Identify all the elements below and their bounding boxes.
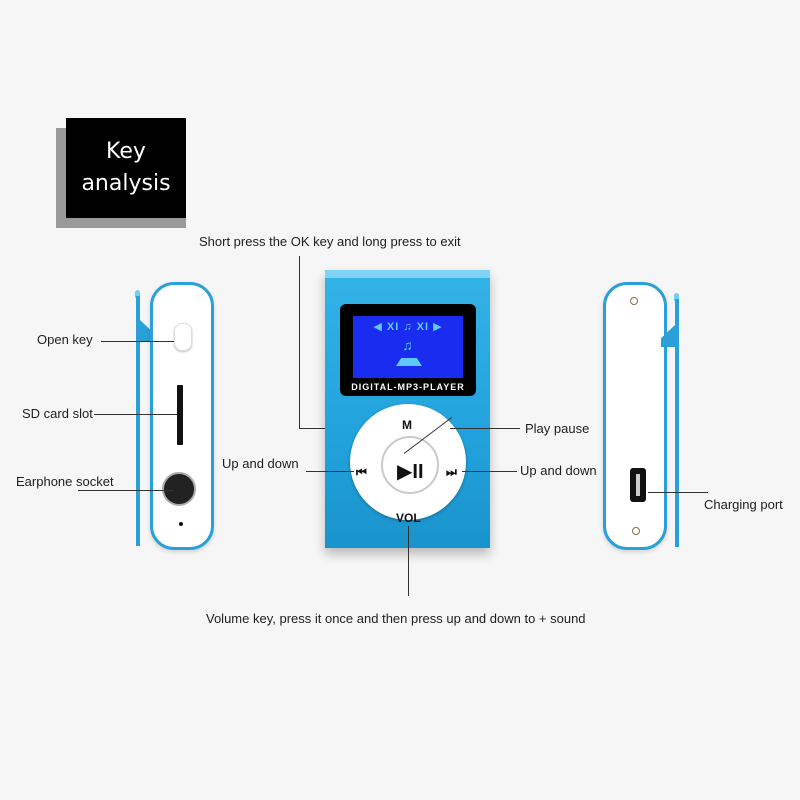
ok-key-leader-v bbox=[299, 256, 300, 428]
prev-leader bbox=[306, 471, 354, 472]
clip-left bbox=[136, 296, 140, 546]
next-label: Up and down bbox=[520, 463, 597, 478]
screen-note-icon: ♫ bbox=[402, 337, 414, 353]
sd-card-slot[interactable] bbox=[177, 385, 183, 445]
charging-label: Charging port bbox=[704, 497, 783, 512]
front-device-top-edge bbox=[325, 270, 490, 278]
open-key-button[interactable] bbox=[174, 323, 192, 351]
prev-label: Up and down bbox=[222, 456, 299, 471]
volume-leader bbox=[408, 526, 409, 596]
play-pause-icon: ▶II bbox=[397, 461, 424, 483]
clip-tip bbox=[135, 290, 140, 298]
lcd-screen bbox=[353, 316, 463, 378]
sd-slot-leader bbox=[94, 414, 177, 415]
next-leader bbox=[462, 471, 517, 472]
screen-stand-icon bbox=[396, 358, 422, 366]
screw-top bbox=[630, 297, 638, 305]
title-box: Key analysis bbox=[66, 118, 186, 218]
play-pause-button[interactable] bbox=[381, 436, 439, 494]
play-pause-label: Play pause bbox=[525, 421, 590, 436]
screw-bottom bbox=[632, 527, 640, 535]
next-track-button[interactable]: ⏭ bbox=[446, 465, 457, 479]
volume-label: Volume key, press it once and then press… bbox=[206, 611, 586, 626]
menu-button[interactable]: M bbox=[402, 418, 412, 432]
earphone-leader bbox=[78, 490, 174, 491]
title-line-1: Key bbox=[106, 139, 146, 164]
clip-tip-right bbox=[674, 293, 679, 301]
open-key-label: Open key bbox=[37, 332, 93, 347]
title-line-2: analysis bbox=[81, 171, 171, 196]
earphone-label: Earphone socket bbox=[16, 474, 114, 489]
mic-hole bbox=[179, 522, 183, 526]
open-key-leader bbox=[101, 341, 174, 342]
sd-slot-label: SD card slot bbox=[22, 406, 93, 421]
charging-port-pins bbox=[636, 474, 640, 496]
previous-track-button[interactable]: ⏮ bbox=[356, 465, 367, 479]
ok-key-label: Short press the OK key and long press to… bbox=[199, 234, 461, 249]
volume-button[interactable]: VOL bbox=[396, 511, 421, 525]
charging-leader bbox=[648, 492, 708, 493]
play-pause-leader-h bbox=[450, 428, 520, 429]
right-device-body bbox=[603, 282, 667, 550]
brand-label: DIGITAL-MP3-PLAYER bbox=[351, 382, 465, 392]
clip-right bbox=[675, 299, 679, 547]
screen-status-row: ◀ XI ♫ XI ▶ bbox=[373, 321, 443, 333]
earphone-socket[interactable] bbox=[162, 472, 196, 506]
